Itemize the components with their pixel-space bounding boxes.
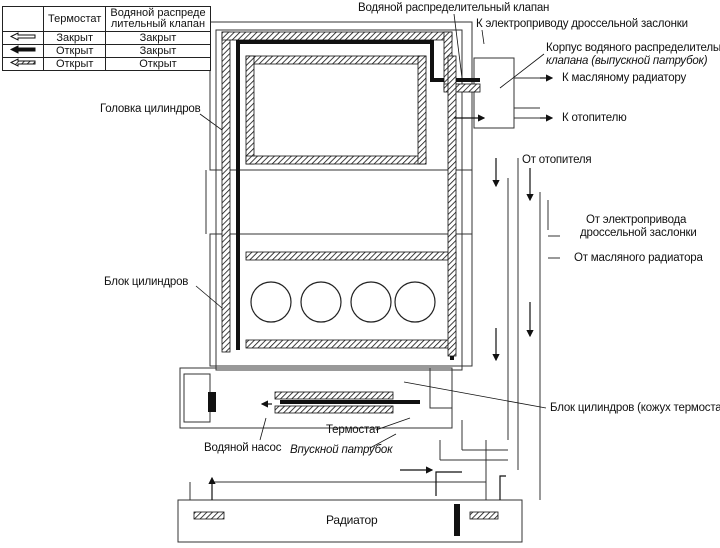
label-from-oil-radiator: От масляного радиатора — [574, 252, 703, 264]
label-valve: Водяной распределительный клапан — [358, 2, 550, 14]
label-inlet-pipe: Впускной патрубок — [290, 444, 393, 456]
label-water-pump: Водяной насос — [204, 442, 282, 454]
hatched-arrow-icon — [2, 57, 44, 71]
solid-arrow-icon — [2, 44, 44, 58]
legend-header-valve-line1: Водяной распреде — [110, 7, 206, 19]
label-block-thermostat-housing: Блок цилиндров (кожух термостата) — [550, 402, 720, 414]
label-from-heater: От отопителя — [522, 154, 592, 166]
label-from-throttle-line2: дроссельной заслонки — [580, 227, 697, 239]
legend-valve-state: Закрыт — [105, 31, 211, 45]
legend-valve-state: Открыт — [105, 57, 211, 71]
label-from-throttle-line1: От электропривода — [586, 214, 687, 226]
label-to-heater: К отопителю — [562, 112, 627, 124]
label-to-oil-radiator: К масляному радиатору — [562, 72, 687, 84]
legend-header-valve-line2: лительный клапан — [110, 18, 206, 30]
open-arrow-icon — [2, 31, 44, 45]
legend-header-thermostat: Термостат — [42, 6, 107, 32]
flow-arrows — [208, 74, 554, 500]
legend-row: Открыт Закрыт — [2, 44, 211, 58]
engine-outline — [177, 21, 560, 543]
legend-row: Открыт Открыт — [2, 57, 211, 71]
leader-lines — [195, 13, 547, 449]
legend-valve-state: Закрыт — [105, 44, 211, 58]
legend-thermostat-state: Открыт — [42, 44, 107, 58]
label-thermostat: Термостат — [326, 424, 380, 436]
radiator-header-bars — [208, 392, 460, 536]
label-valve-body-line2: клапана (выпускной патрубок) — [546, 55, 708, 67]
legend-thermostat-state: Закрыт — [42, 31, 107, 45]
label-cylinder-head: Головка цилиндров — [100, 103, 201, 115]
legend-row: Закрыт Закрыт — [2, 31, 211, 45]
label-to-throttle: К электроприводу дроссельной заслонки — [476, 18, 688, 30]
legend-thermostat-state: Открыт — [42, 57, 107, 71]
hatched-flow-path — [193, 31, 499, 520]
label-valve-body-line1: Корпус водяного распределительного — [546, 42, 720, 54]
cylinders — [250, 281, 436, 323]
label-cylinder-block: Блок цилиндров — [104, 276, 189, 288]
legend-header-blank — [2, 6, 44, 32]
label-radiator: Радиатор — [326, 513, 378, 527]
